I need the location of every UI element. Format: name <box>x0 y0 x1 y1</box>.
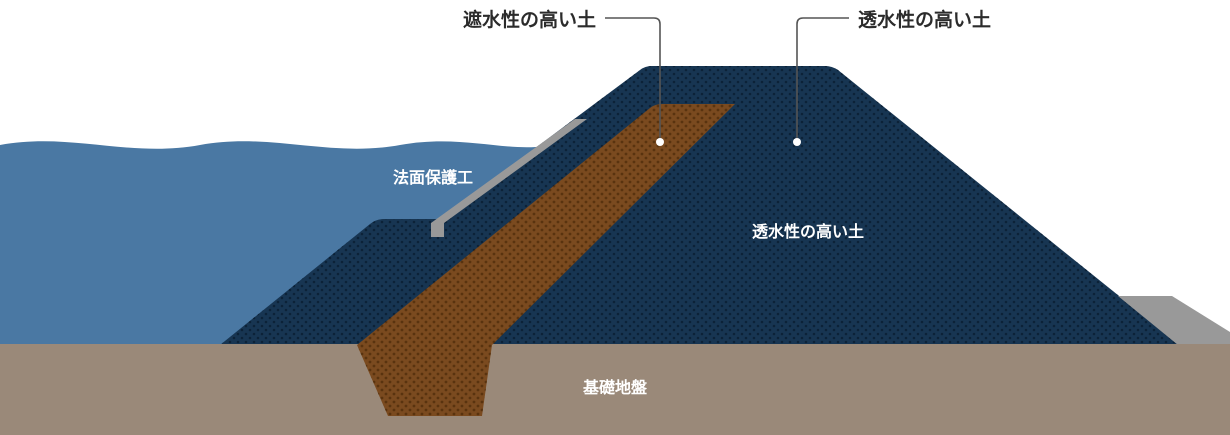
permeable-body-label: 透水性の高い土 <box>752 222 864 241</box>
impermeable-core <box>357 104 735 416</box>
permeable-callout-label: 透水性の高い土 <box>858 8 991 31</box>
toe-protection <box>1118 296 1230 345</box>
permeable-marker-dot <box>793 138 801 146</box>
permeable-leader-line <box>796 17 849 142</box>
slope-protection-label: 法面保護工 <box>393 168 473 187</box>
impermeable-leader-line <box>605 17 661 142</box>
impermeable-callout-label: 遮水性の高い土 <box>463 8 596 31</box>
impermeable-marker-dot <box>656 138 664 146</box>
foundation-ground <box>0 344 1230 435</box>
foundation-label: 基礎地盤 <box>582 378 648 397</box>
